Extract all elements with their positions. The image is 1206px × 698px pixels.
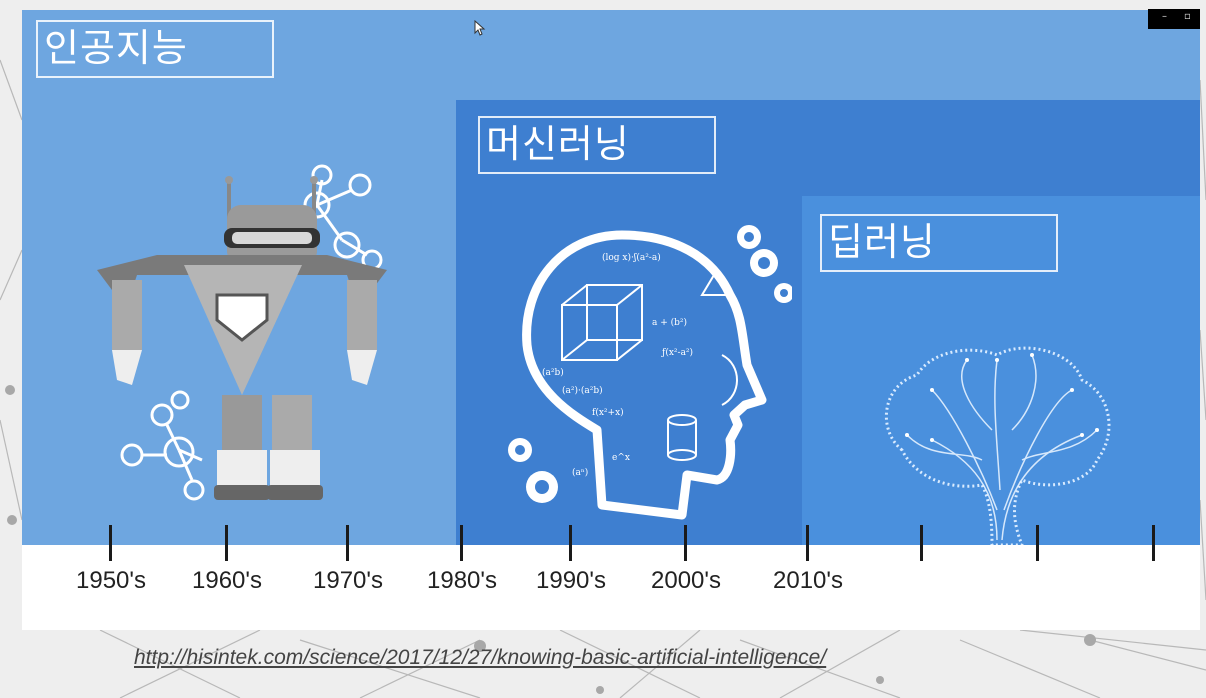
ai-title: 인공지능: [36, 20, 274, 78]
timeline-year: 1980's: [427, 567, 497, 594]
dl-panel: [802, 196, 1200, 545]
robot-icon: [97, 164, 387, 501]
svg-text:f(x²+x): f(x²+x): [592, 407, 624, 418]
timeline-year: 2010's: [773, 567, 843, 594]
restore-icon[interactable]: ▫: [1184, 11, 1191, 22]
timeline-tick: [109, 525, 112, 561]
ml-title: 머신러닝: [478, 116, 716, 174]
timeline-tick: [225, 525, 228, 561]
svg-text:a + (b²): a + (b²): [652, 317, 687, 328]
timeline-year: 1950's: [76, 567, 146, 594]
dl-title: 딥러닝: [820, 214, 1058, 272]
svg-text:(a²)·(a²b): (a²)·(a²b): [562, 385, 603, 396]
timeline-tick: [806, 525, 809, 561]
brain-circuit-icon: [885, 346, 1111, 547]
head-formula-icon: (log x)·ʃ(a²-a) (a²)·(a²b) a + (b²) ƒ(x²-a…: [508, 225, 792, 520]
svg-text:e^x: e^x: [612, 453, 630, 463]
slide: 인공지능 머신러닝 딥러닝: [22, 10, 1200, 630]
svg-text:(log x)·ʃ(a²-a): (log x)·ʃ(a²-a): [602, 252, 661, 263]
timeline-tick: [920, 525, 923, 561]
timeline-tick: [346, 525, 349, 561]
timeline-tick: [1152, 525, 1155, 561]
timeline-tick: [684, 525, 687, 561]
svg-text:(a²b): (a²b): [542, 367, 564, 378]
timeline-year: 2000's: [651, 567, 721, 594]
svg-text:ƒ(x²-a²): ƒ(x²-a²): [661, 347, 693, 358]
timeline-tick: [460, 525, 463, 561]
mouse-cursor-icon: [474, 20, 486, 36]
timeline-tick: [1036, 525, 1039, 561]
minimize-icon[interactable]: –: [1162, 11, 1167, 22]
timeline-year: 1970's: [313, 567, 383, 594]
timeline: 1950's 1960's 1970's 1980's 1990's 2000'…: [22, 525, 1200, 630]
timeline-year: 1960's: [192, 567, 262, 594]
timeline-year: 1990's: [536, 567, 606, 594]
window-controls: – ▫: [1148, 9, 1200, 29]
source-link[interactable]: http://hisintek.com/science/2017/12/27/k…: [134, 646, 827, 669]
svg-text:(aⁿ): (aⁿ): [572, 467, 588, 478]
timeline-tick: [569, 525, 572, 561]
